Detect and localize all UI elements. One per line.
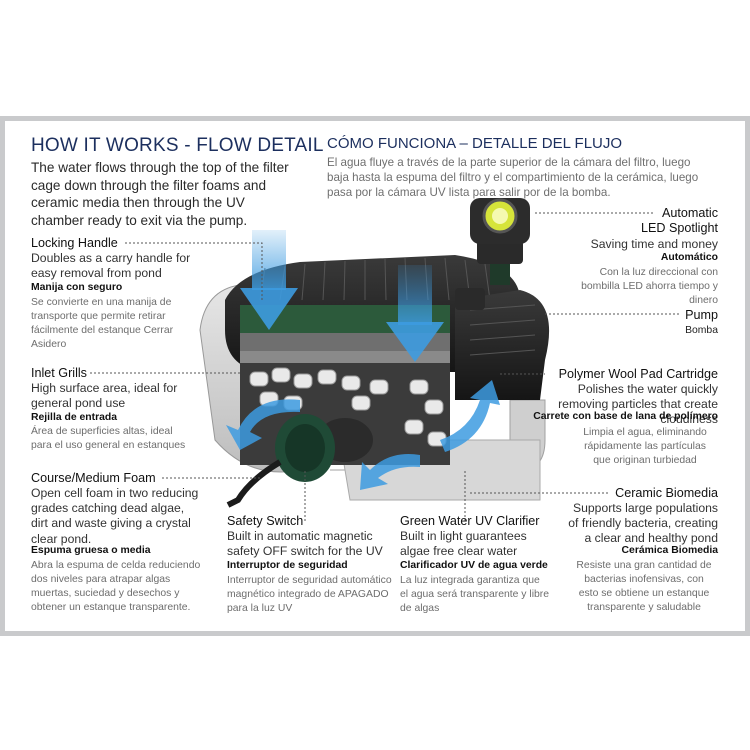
ceramic-es-title: Cerámica Biomedia [622,546,718,556]
intro-es: El agua fluye a través de la parte super… [327,155,707,200]
foam-es-body: Abra la espuma de celda reduciendo dos n… [31,559,203,615]
inlet-grills-es-title: Rejilla de entrada [31,413,117,423]
safety-switch-body: Built in automatic magnetic safety OFF s… [227,529,387,559]
ceramic-body: Supports large populations of friendly b… [563,501,718,547]
foam-es-title: Espuma gruesa o media [31,546,151,556]
safety-switch-title: Safety Switch [227,515,303,528]
locking-handle-es-body: Se convierte en una manija de transporte… [31,296,181,352]
led-es-body: Con la luz direccional con bombilla LED … [568,266,718,308]
intro-en: The water flows through the top of the f… [31,159,293,229]
safety-switch-es-body: Interruptor de seguridad automático magn… [227,574,392,616]
wool-pad-es-body: Limpia el agua, eliminando rápidamente l… [580,426,710,468]
ceramic-es-body: Resiste una gran cantidad de bacterias i… [574,559,714,615]
wool-pad-es-title: Carrete con base de lana de polímero [533,412,718,422]
foam-body: Open cell foam in two reducing grades ca… [31,486,203,547]
locking-handle-body: Doubles as a carry handle for easy remov… [31,251,191,281]
inlet-grills-es-body: Área de superficies altas, ideal para el… [31,425,196,453]
uv-clarifier-es-title: Clarificador UV de agua verde [400,561,548,571]
ceramic-title: Ceramic Biomedia [615,487,718,500]
led-es-title: Automático [661,253,718,263]
led-title-2: LED Spotlight [641,222,718,235]
wool-pad-title: Polymer Wool Pad Cartridge [559,368,718,381]
pump-es-title: Bomba [685,326,718,336]
foam-title: Course/Medium Foam [31,472,156,485]
locking-handle-es-title: Manija con seguro [31,283,122,293]
led-title-1: Automatic [662,207,718,220]
pump-title: Pump [685,309,718,322]
inlet-grills-body: High surface area, ideal for general pon… [31,381,181,411]
title-en: HOW IT WORKS - FLOW DETAIL [31,136,324,155]
uv-clarifier-es-body: La luz integrada garantiza que el agua s… [400,574,550,616]
safety-switch-es-title: Interruptor de seguridad [227,561,348,571]
uv-clarifier-body: Built in light guarantees algae free cle… [400,529,540,559]
title-es: CÓMO FUNCIONA – DETALLE DEL FLUJO [327,136,622,151]
led-body: Saving time and money [591,237,718,252]
inlet-grills-title: Inlet Grills [31,367,87,380]
uv-clarifier-title: Green Water UV Clarifier [400,515,540,528]
locking-handle-title: Locking Handle [31,237,118,250]
